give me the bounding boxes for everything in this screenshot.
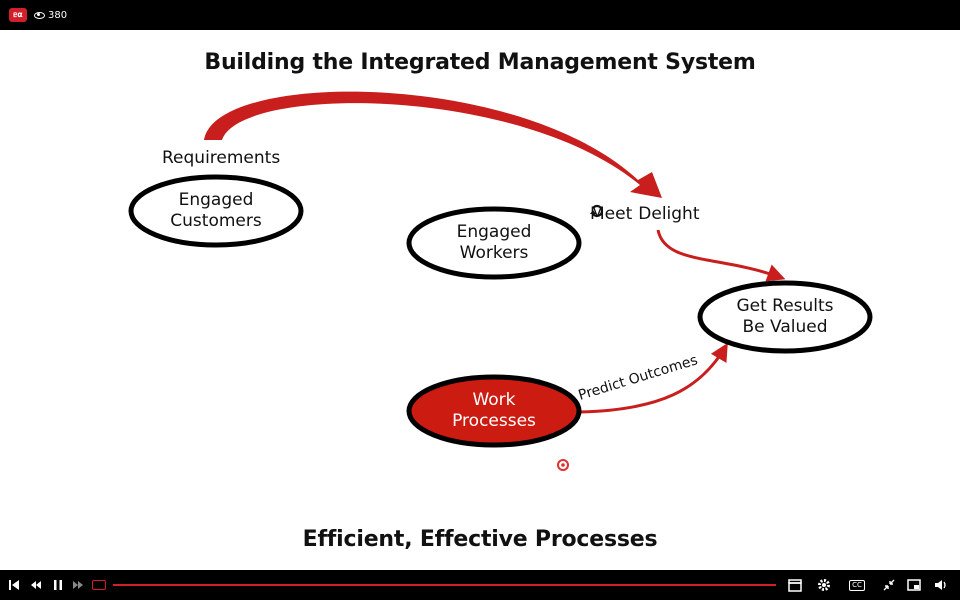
app-logo[interactable]: ᥱ⍺	[9, 8, 27, 22]
progress-bar[interactable]	[113, 584, 776, 586]
clip-button[interactable]	[784, 570, 806, 600]
pip-button[interactable]	[903, 570, 925, 600]
clapper-icon	[788, 579, 802, 592]
slide-footer-title: Efficient, Effective Processes	[302, 527, 658, 552]
work-processes-ellipse	[406, 374, 582, 448]
pause-icon	[54, 580, 62, 590]
settings-button[interactable]	[813, 570, 835, 600]
rewind-icon	[31, 581, 41, 589]
delight-to-results-arrow	[656, 229, 786, 282]
view-count: 380	[34, 8, 67, 22]
node-line: Get Results	[736, 296, 834, 316]
engaged-workers-ellipse	[406, 206, 582, 280]
pointer-dot	[557, 459, 569, 471]
node-line: Work	[472, 390, 516, 410]
node-line: Workers	[459, 243, 529, 263]
rewind-button[interactable]	[28, 570, 44, 600]
gear-icon	[818, 579, 830, 591]
diagram-canvas: Predict Outcomes	[128, 91, 873, 471]
skip-back-icon	[9, 580, 19, 590]
predict-outcomes-arrow	[579, 342, 728, 414]
fast-forward-button[interactable]	[70, 570, 86, 600]
collapse-icon	[883, 579, 895, 591]
engaged-customers-ellipse	[128, 174, 304, 248]
presentation-slide: Predict Outcomes Building the Integrated…	[0, 30, 960, 570]
node-line: Customers	[170, 211, 262, 231]
cycle-arrow-icon	[590, 204, 604, 218]
predict-outcomes-label: Predict Outcomes	[576, 352, 699, 404]
get-results-node: Get Results Be Valued	[700, 283, 870, 351]
view-count-value: 380	[48, 9, 68, 21]
eye-icon	[34, 11, 45, 19]
live-icon[interactable]	[92, 580, 106, 590]
work-processes-node: Work Processes	[409, 377, 579, 445]
top-bar: ᥱ⍺ 380	[0, 0, 960, 30]
slide-title: Building the Integrated Management Syste…	[204, 50, 756, 75]
fast-forward-icon	[73, 581, 83, 589]
volume-button[interactable]	[930, 570, 952, 600]
node-line: Processes	[452, 411, 536, 431]
pip-icon	[907, 579, 921, 591]
pause-button[interactable]	[50, 570, 66, 600]
volume-icon	[935, 580, 946, 590]
node-line: Be Valued	[742, 317, 828, 337]
engaged-workers-node: Engaged Workers	[409, 209, 579, 277]
captions-button[interactable]: CC	[846, 570, 868, 600]
engaged-customers-node: Engaged Customers	[131, 177, 301, 245]
meet-delight-label: Meet Delight	[590, 204, 700, 224]
node-line: Engaged	[178, 190, 254, 210]
delight-text: Delight	[638, 204, 700, 224]
skip-back-button[interactable]	[6, 570, 22, 600]
collapse-button[interactable]	[878, 570, 900, 600]
requirements-label: Requirements	[162, 148, 281, 168]
captions-icon: CC	[849, 579, 865, 591]
node-line: Engaged	[456, 222, 532, 242]
get-results-ellipse	[697, 280, 873, 354]
